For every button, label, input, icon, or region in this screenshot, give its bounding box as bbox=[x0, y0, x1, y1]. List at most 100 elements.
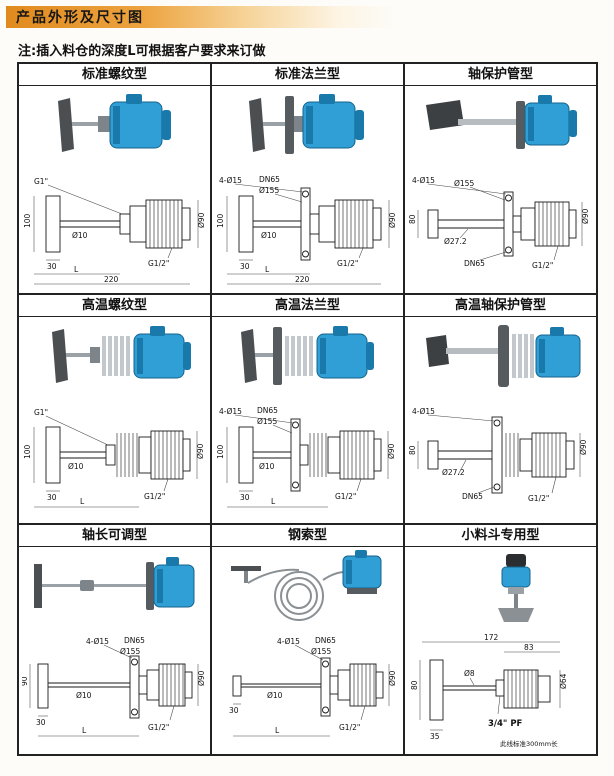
cell-standard-flange: 标准法兰型 bbox=[211, 63, 404, 294]
dim-label: 30 bbox=[240, 262, 250, 271]
dim-label: Ø90 bbox=[579, 439, 588, 455]
dim-label: G1/2" bbox=[144, 492, 165, 501]
dim-label: 80 bbox=[410, 680, 419, 690]
dimension-drawing-standard-thread: G1" 100 Ø10 30 L 220 Ø90 G1/2" bbox=[19, 170, 210, 293]
product-grid: 标准螺纹型 bbox=[17, 62, 598, 756]
dim-label: Ø155 bbox=[259, 186, 279, 195]
dimension-drawing-hightemp-thread: G1" 100 Ø10 30 L Ø90 G1/2" bbox=[19, 401, 210, 524]
product-photo-hightemp-thread bbox=[19, 317, 210, 401]
dim-label: DN65 bbox=[462, 492, 483, 501]
dim-label: Ø10 bbox=[261, 231, 277, 240]
dim-label: DN65 bbox=[259, 175, 280, 184]
cell-title: 轴保护管型 bbox=[405, 64, 596, 86]
dim-label: 80 bbox=[408, 445, 417, 455]
page-title-bar: 产品外形及尺寸图 bbox=[6, 6, 396, 28]
page-title: 产品外形及尺寸图 bbox=[16, 10, 144, 26]
cell-adjustable-shaft: 轴长可调型 bbox=[18, 524, 211, 755]
dim-label: L bbox=[265, 265, 270, 274]
dimension-drawing-standard-flange: 4-Ø15 DN65 Ø155 Ø10 100 30 L 220 Ø90 G1/… bbox=[212, 170, 403, 293]
dim-label: Ø155 bbox=[311, 647, 331, 656]
customization-note: 注:插入料仓的深度L可根据客户要求来订做 bbox=[18, 44, 266, 59]
dim-label: 100 bbox=[23, 214, 32, 229]
dim-label: Ø90 bbox=[197, 670, 206, 686]
cell-cable: 钢索型 bbox=[211, 524, 404, 755]
dim-label: Ø90 bbox=[388, 670, 397, 686]
dim-label: L bbox=[271, 497, 276, 506]
dim-label: 30 bbox=[47, 493, 57, 502]
dim-label: 4-Ø15 bbox=[412, 176, 435, 185]
dim-label: Ø155 bbox=[257, 417, 277, 426]
dim-label: L bbox=[74, 265, 79, 274]
dimension-drawing-shaft-protection: 4-Ø15 Ø155 Ø27.2 DN65 80 Ø90 G1/2" bbox=[405, 170, 596, 293]
cell-title: 钢索型 bbox=[212, 525, 403, 548]
dim-label: 80 bbox=[408, 215, 417, 225]
product-photo-hightemp-flange bbox=[212, 317, 403, 401]
photo-illustration bbox=[240, 325, 374, 385]
photo-illustration bbox=[57, 94, 171, 152]
cell-title: 标准螺纹型 bbox=[19, 64, 210, 86]
dim-label: 90 bbox=[22, 676, 29, 686]
dim-label: 4-Ø15 bbox=[219, 407, 242, 416]
dim-label: 3/4" PF bbox=[488, 719, 523, 729]
cell-shaft-protection: 轴保护管型 bbox=[404, 63, 597, 294]
dim-label: L bbox=[82, 726, 87, 735]
dim-label: DN65 bbox=[315, 636, 336, 645]
dim-label: Ø155 bbox=[120, 647, 140, 656]
dim-label: Ø27.2 bbox=[444, 237, 467, 246]
dim-label: Ø10 bbox=[267, 691, 283, 700]
cell-hopper: 小料斗专用型 bbox=[404, 524, 597, 755]
dim-label: 4-Ø15 bbox=[277, 637, 300, 646]
dim-label: G1" bbox=[34, 408, 48, 417]
cell-title: 高温螺纹型 bbox=[19, 295, 210, 317]
dim-label: L bbox=[80, 497, 85, 506]
dim-label: 100 bbox=[23, 444, 32, 459]
dim-label: Ø90 bbox=[388, 213, 397, 229]
dim-label: L bbox=[275, 726, 280, 735]
product-photo-standard-thread bbox=[19, 86, 210, 170]
product-photo-adjustable-shaft bbox=[19, 547, 210, 631]
dim-label: DN65 bbox=[257, 406, 278, 415]
cell-title: 小料斗专用型 bbox=[405, 525, 596, 548]
product-photo-cable bbox=[212, 547, 403, 631]
dim-label: 30 bbox=[36, 718, 46, 727]
dim-label: Ø155 bbox=[454, 179, 474, 188]
dim-label: Ø10 bbox=[259, 462, 275, 471]
dim-label: G1/2" bbox=[339, 723, 360, 732]
product-photo-shaft-protection bbox=[405, 86, 596, 170]
product-photo-hopper bbox=[405, 547, 596, 631]
dim-label: Ø90 bbox=[387, 443, 396, 459]
dim-label: 83 bbox=[524, 643, 534, 652]
cell-title: 高温轴保护管型 bbox=[405, 295, 596, 317]
cable-length-note: 此线标准300mm长 bbox=[500, 739, 558, 748]
dim-label: Ø10 bbox=[68, 462, 84, 471]
dim-label: 172 bbox=[484, 634, 499, 642]
photo-illustration bbox=[497, 554, 534, 623]
product-photo-standard-flange bbox=[212, 86, 403, 170]
dimension-drawing-hightemp-flange: 4-Ø15 DN65 Ø155 Ø10 100 30 L Ø90 G1/2" bbox=[212, 401, 403, 524]
dim-label: 4-Ø15 bbox=[412, 407, 435, 416]
dim-label: 220 bbox=[295, 275, 310, 284]
photo-illustration bbox=[51, 325, 191, 383]
dim-label: Ø10 bbox=[72, 231, 88, 240]
dim-label: G1" bbox=[34, 177, 48, 186]
dim-label: Ø64 bbox=[559, 673, 568, 689]
dim-label: 220 bbox=[104, 275, 119, 284]
dimension-drawing-adjustable-shaft: 4-Ø15 DN65 Ø155 Ø10 90 30 L Ø90 G1/2" bbox=[19, 631, 210, 754]
cell-title: 轴长可调型 bbox=[19, 525, 210, 548]
cell-hightemp-flange: 高温法兰型 bbox=[211, 293, 404, 525]
dim-label: Ø90 bbox=[197, 213, 206, 229]
cell-title: 标准法兰型 bbox=[212, 64, 403, 86]
dim-label: G1/2" bbox=[532, 261, 553, 270]
dim-label: G1/2" bbox=[337, 259, 358, 268]
dim-label: G1/2" bbox=[148, 259, 169, 268]
dim-label: 30 bbox=[240, 493, 250, 502]
dim-label: 100 bbox=[216, 214, 225, 229]
photo-illustration bbox=[248, 94, 364, 154]
dimension-drawing-cable: 4-Ø15 DN65 Ø155 Ø10 30 L Ø90 G1/2" bbox=[212, 631, 403, 754]
cell-standard-thread: 标准螺纹型 bbox=[18, 63, 211, 294]
dim-label: G1/2" bbox=[528, 494, 549, 503]
dim-label: Ø8 bbox=[464, 669, 475, 678]
photo-illustration bbox=[425, 324, 580, 387]
dim-label: DN65 bbox=[124, 636, 145, 645]
dim-label: 30 bbox=[229, 706, 239, 715]
